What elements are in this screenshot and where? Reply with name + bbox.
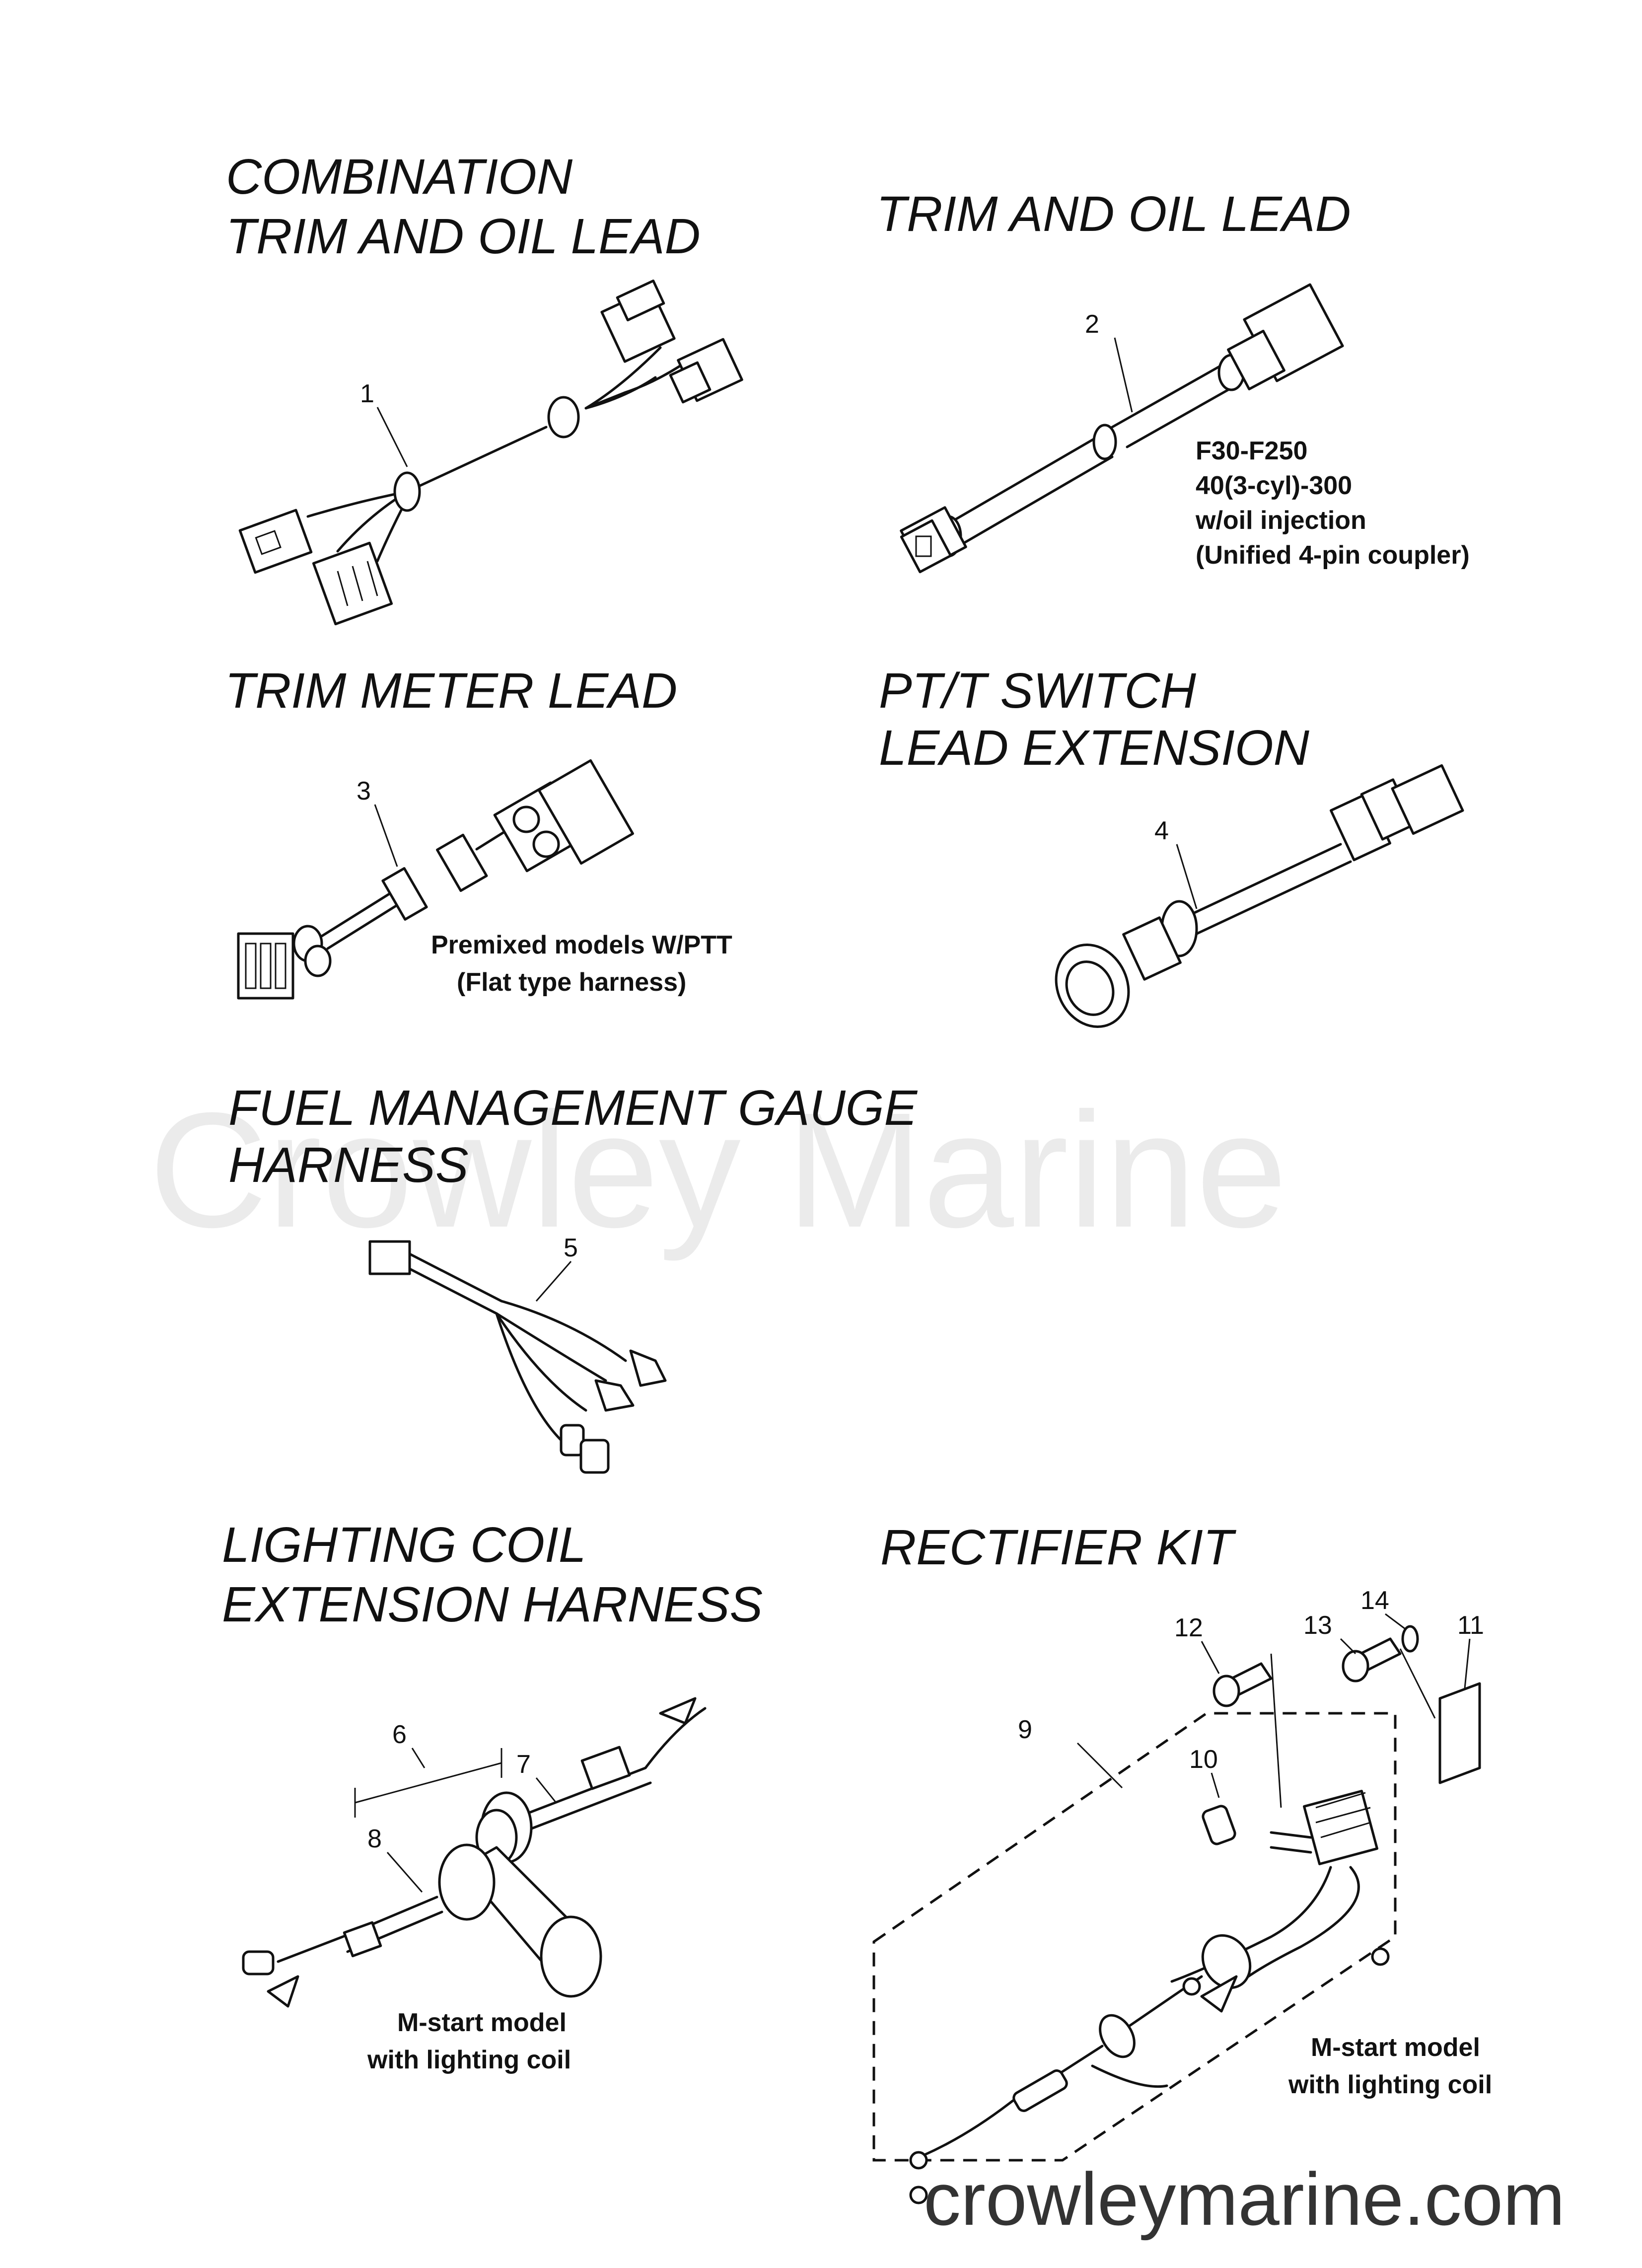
callout-4: 4 — [1154, 816, 1169, 845]
callout-11: 11 — [1457, 1611, 1484, 1640]
callout-3: 3 — [357, 777, 371, 805]
ptt-title-line1: PT/T SWITCH — [879, 663, 1197, 719]
rectifier-note-line1: M-start model — [1311, 2033, 1480, 2062]
trim-meter-title: TRIM METER LEAD — [225, 663, 677, 719]
callout-12: 12 — [1174, 1613, 1203, 1642]
callout-1: 1 — [360, 379, 374, 408]
ptt-title-line2: LEAD EXTENSION — [879, 720, 1310, 776]
trim-oil-note-line2: 40(3-cyl)-300 — [1196, 471, 1352, 500]
rectifier-note-line2: with lighting coil — [1288, 2070, 1492, 2099]
fuel-title-line2: HARNESS — [228, 1137, 468, 1193]
coil-harness-icon — [242, 1697, 707, 2008]
callout-10: 10 — [1189, 1745, 1218, 1774]
fuel-title-line1: FUEL MANAGEMENT GAUGE — [228, 1080, 918, 1136]
extension-cable-icon — [1055, 764, 1464, 1028]
wire-harness-icon — [238, 279, 743, 626]
gauge-harness-icon — [368, 1240, 667, 1474]
lighting-title-line2: EXTENSION HARNESS — [222, 1577, 763, 1632]
watermark-text: Crowley Marine — [149, 1078, 1287, 1262]
lead-cable-icon — [900, 283, 1344, 574]
combination-title-line2: TRIM AND OIL LEAD — [226, 209, 701, 264]
rectifier-kit-icon — [872, 1625, 1481, 2204]
callout-8: 8 — [367, 1825, 382, 1853]
lighting-note-line2: with lighting coil — [367, 2046, 571, 2074]
trim-oil-title: TRIM AND OIL LEAD — [876, 186, 1351, 242]
lighting-title-line1: LIGHTING COIL — [222, 1517, 586, 1573]
combination-title-line1: COMBINATION — [226, 149, 573, 205]
lighting-note-line1: M-start model — [397, 2008, 567, 2037]
flat-harness-icon — [237, 759, 634, 1000]
callout-7: 7 — [516, 1750, 531, 1779]
trim-meter-note-line2: (Flat type harness) — [457, 968, 686, 997]
rectifier-title: RECTIFIER KIT — [880, 1520, 1236, 1575]
trim-oil-note-line3: w/oil injection — [1195, 506, 1366, 535]
trim-oil-note-line1: F30-F250 — [1196, 437, 1307, 465]
callout-2: 2 — [1085, 310, 1099, 339]
callout-14: 14 — [1360, 1586, 1389, 1615]
site-url: crowleymarine.com — [924, 2157, 1565, 2241]
callout-13: 13 — [1303, 1611, 1332, 1640]
callout-9: 9 — [1018, 1715, 1032, 1744]
callout-6: 6 — [392, 1720, 407, 1749]
trim-oil-note-line4: (Unified 4-pin coupler) — [1196, 541, 1470, 570]
trim-meter-note-line1: Premixed models W/PTT — [431, 931, 732, 959]
callout-5: 5 — [564, 1234, 578, 1262]
